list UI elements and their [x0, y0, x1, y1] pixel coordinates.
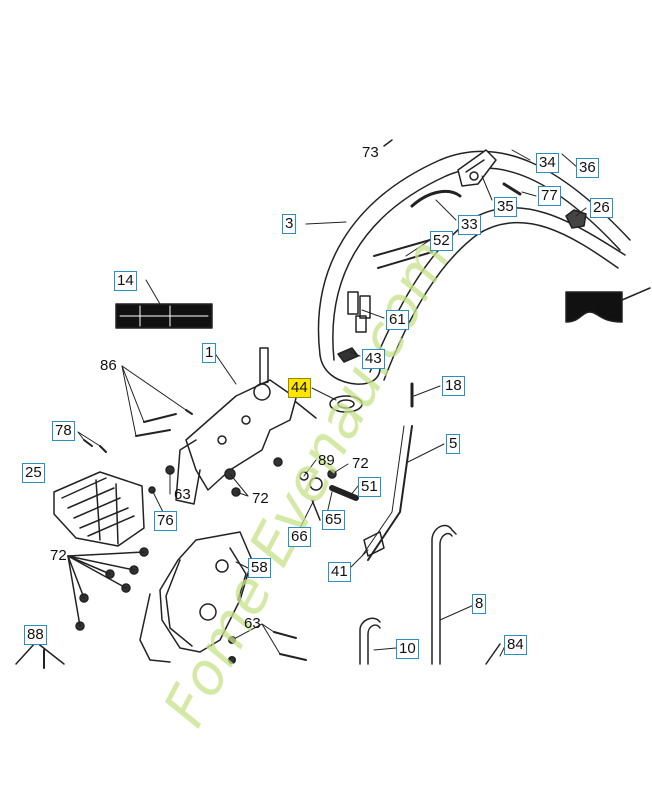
- part-63-bolts: [228, 631, 307, 664]
- lower-handle-8: [431, 524, 457, 665]
- part-33-cable: [410, 189, 462, 208]
- callout-61: 61: [386, 310, 409, 330]
- callout-10: 10: [396, 639, 419, 659]
- callout-26: 26: [590, 198, 613, 218]
- callout-86: 86: [100, 357, 117, 374]
- part-77-screw: [502, 182, 522, 196]
- callout-35: 35: [494, 197, 517, 217]
- callout-72-left: 72: [50, 547, 67, 564]
- callout-63-upper: 63: [174, 486, 191, 503]
- callout-25: 25: [22, 463, 45, 483]
- callout-88: 88: [24, 625, 47, 645]
- callout-84: 84: [504, 635, 527, 655]
- part-25-guard: [53, 471, 145, 547]
- part-73-tick: [383, 139, 393, 147]
- part-1-main-bracket: [175, 347, 317, 505]
- part-84-rod: [485, 643, 501, 665]
- callout-33: 33: [458, 215, 481, 235]
- callout-44: 44: [288, 378, 311, 398]
- part-61-pins: [347, 291, 371, 333]
- part-5-rod: [367, 425, 413, 561]
- leader-72c: [67, 551, 145, 627]
- callout-72-right: 72: [352, 455, 369, 472]
- callout-77: 77: [538, 186, 561, 206]
- callout-66: 66: [288, 527, 311, 547]
- part-52-cables: [373, 239, 433, 269]
- callout-14: 14: [114, 271, 137, 291]
- lower-handle-10: [359, 617, 381, 665]
- callout-89: 89: [318, 452, 335, 469]
- leader-lines: [77, 149, 587, 657]
- part-26-knob: [565, 209, 587, 229]
- callout-34: 34: [536, 153, 559, 173]
- throttle-assembly: [457, 149, 497, 187]
- callout-76: 76: [154, 511, 177, 531]
- callout-73: 73: [362, 144, 379, 161]
- part-43-clip: [337, 347, 359, 363]
- callout-72-middle: 72: [252, 490, 269, 507]
- callout-41: 41: [328, 562, 351, 582]
- callout-63-lower: 63: [244, 615, 261, 632]
- part-41-link: [363, 531, 385, 557]
- callout-5: 5: [446, 434, 461, 454]
- callout-43: 43: [362, 349, 385, 369]
- part-bracket-right: [565, 291, 623, 323]
- callout-1: 1: [202, 343, 217, 363]
- callout-8: 8: [472, 594, 487, 614]
- callout-51: 51: [358, 477, 381, 497]
- part-58-chain-assembly: [139, 531, 253, 663]
- part-86-bolts: [135, 409, 193, 437]
- callout-78: 78: [52, 421, 75, 441]
- callout-58: 58: [248, 558, 271, 578]
- callout-65: 65: [322, 510, 345, 530]
- callout-52: 52: [430, 231, 453, 251]
- part-44-washer: [329, 395, 363, 413]
- callout-36: 36: [576, 158, 599, 178]
- callout-18: 18: [442, 376, 465, 396]
- callout-3: 3: [282, 214, 297, 234]
